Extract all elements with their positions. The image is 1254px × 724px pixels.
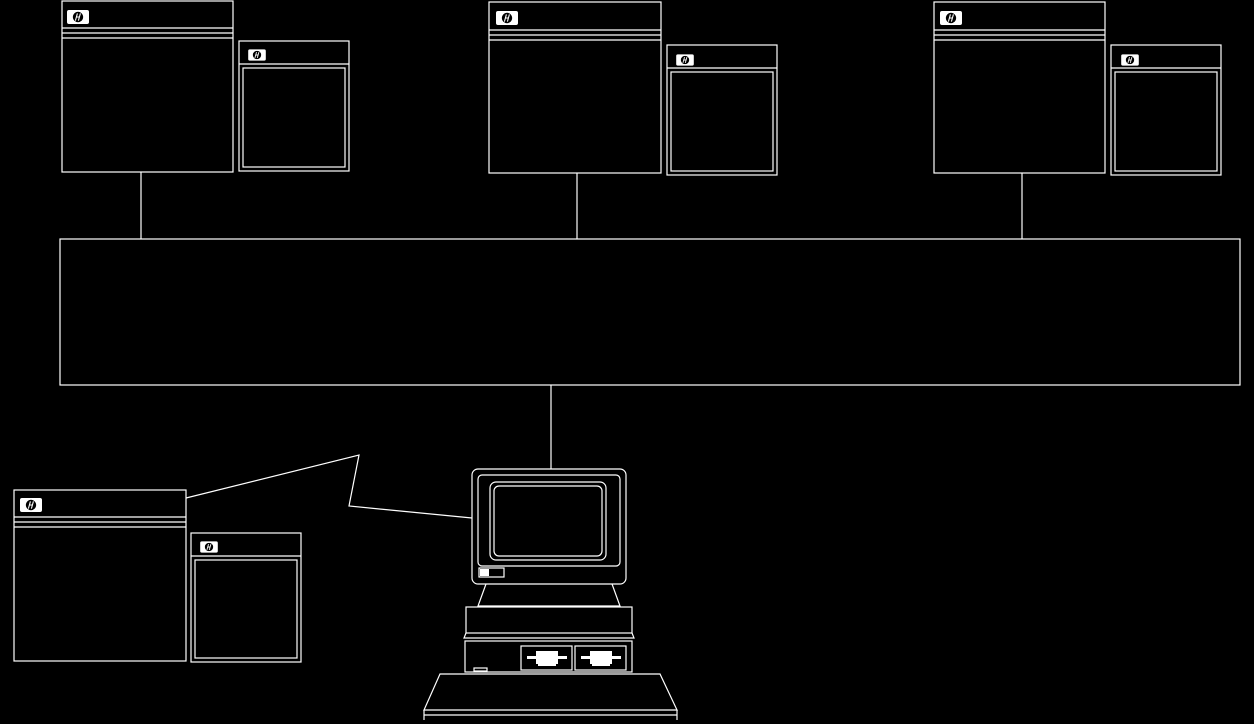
hp-logo-icon: [495, 10, 519, 26]
hp-logo-icon: [66, 9, 90, 25]
remote-link: [185, 454, 473, 519]
hp-system-2: [488, 1, 778, 176]
hp-logo-icon: [199, 540, 219, 554]
hp-logo-icon: [939, 10, 963, 26]
hp-logo-icon: [675, 53, 695, 67]
hp-system-3: [933, 1, 1222, 176]
workstation-terminal: [423, 468, 678, 720]
hp-logo-icon: [1120, 53, 1140, 67]
bus-connectors: [140, 172, 1023, 469]
hp-logo-icon: [247, 48, 267, 62]
network-bus: [59, 238, 1241, 386]
hp-logo-icon: [19, 497, 43, 513]
hp-remote-system: [13, 489, 302, 663]
hp-system-1: [61, 0, 350, 173]
